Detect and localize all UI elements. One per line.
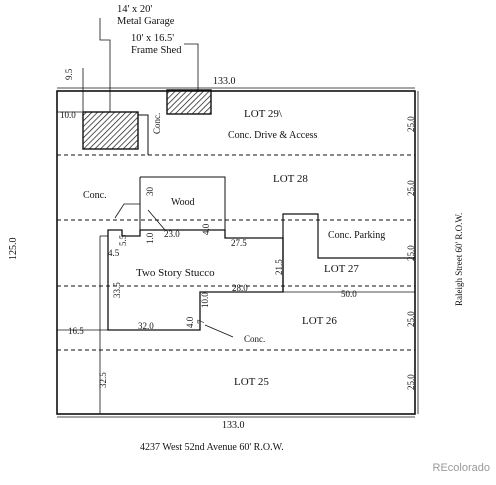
dim-16-5: 16.5 <box>68 326 84 336</box>
dim-28-0: 28.0 <box>232 283 248 293</box>
lot26-width: 25.0 <box>406 311 416 327</box>
shed-name-label: Frame Shed <box>131 45 182 56</box>
lot27-label: LOT 27 <box>324 263 359 275</box>
dim-1-0: 1.0 <box>145 232 155 244</box>
house-outline <box>107 229 284 331</box>
wood-deck <box>140 176 226 231</box>
lot29-width: 25.0 <box>406 116 416 132</box>
garage-conc-label: Conc. <box>152 113 162 134</box>
property-boundary <box>56 90 416 415</box>
shed-size-label: 10' x 16.5' <box>131 33 174 44</box>
left-conc-label: Conc. <box>83 190 107 201</box>
shed-leader <box>184 43 199 92</box>
lot28-label: LOT 28 <box>273 173 308 185</box>
dim-30: 30 <box>145 187 155 197</box>
frame-shed <box>166 89 212 115</box>
parking-label: Conc. Parking <box>328 230 385 241</box>
dim-4-5: 4.5 <box>108 248 120 258</box>
garage-name-label: Metal Garage <box>117 16 175 27</box>
south-street-label: 4237 West 52nd Avenue 60' R.O.W. <box>140 442 284 453</box>
lot28-width: 25.0 <box>406 180 416 196</box>
dim-4-0b: 4.0 <box>185 316 195 328</box>
dim-10-0: 10.0 <box>60 110 76 120</box>
dim-23-0: 23.0 <box>164 229 180 239</box>
garage-size-label: 14' x 20' <box>117 4 152 15</box>
dim-4-0: 4.0 <box>201 223 211 235</box>
watermark: REcolorado <box>432 462 490 474</box>
lot25-width: 25.0 <box>406 374 416 390</box>
top-width: 133.0 <box>213 76 236 87</box>
lot29-label: LOT 29\ <box>244 108 283 120</box>
dim-10-0b: 10.0 <box>200 292 210 308</box>
dim-33-5: 33.5 <box>112 282 122 298</box>
lot25-label: LOT 25 <box>234 376 269 388</box>
dim-27-5: 27.5 <box>231 238 247 248</box>
dim-9-5: 9.5 <box>64 68 74 80</box>
parking-outline <box>282 213 415 292</box>
bottom-conc-label: Conc. <box>244 334 265 344</box>
dim-5-5: 5.5 <box>118 234 128 246</box>
dim-21-5: 21.5 <box>274 259 284 275</box>
wood-label: Wood <box>171 197 195 208</box>
lot26-label: LOT 26 <box>302 315 337 327</box>
dim-32-5: 32.5 <box>98 372 108 388</box>
dim-50-0: 50.0 <box>341 289 357 299</box>
dim-7: 7 <box>196 319 206 324</box>
left-depth: 125.0 <box>8 238 19 261</box>
lot27-width: 25.0 <box>406 245 416 261</box>
dim-32-0: 32.0 <box>138 321 154 331</box>
east-street-label: Raleigh Street 60' R.O.W. <box>454 213 464 306</box>
garage-pad <box>138 114 149 155</box>
metal-garage <box>82 111 139 150</box>
bottom-width: 133.0 <box>222 420 245 431</box>
drive-label: Conc. Drive & Access <box>228 130 318 141</box>
garage-leader <box>99 18 111 112</box>
lot-lines <box>57 154 415 351</box>
house-label: Two Story Stucco <box>136 267 215 279</box>
